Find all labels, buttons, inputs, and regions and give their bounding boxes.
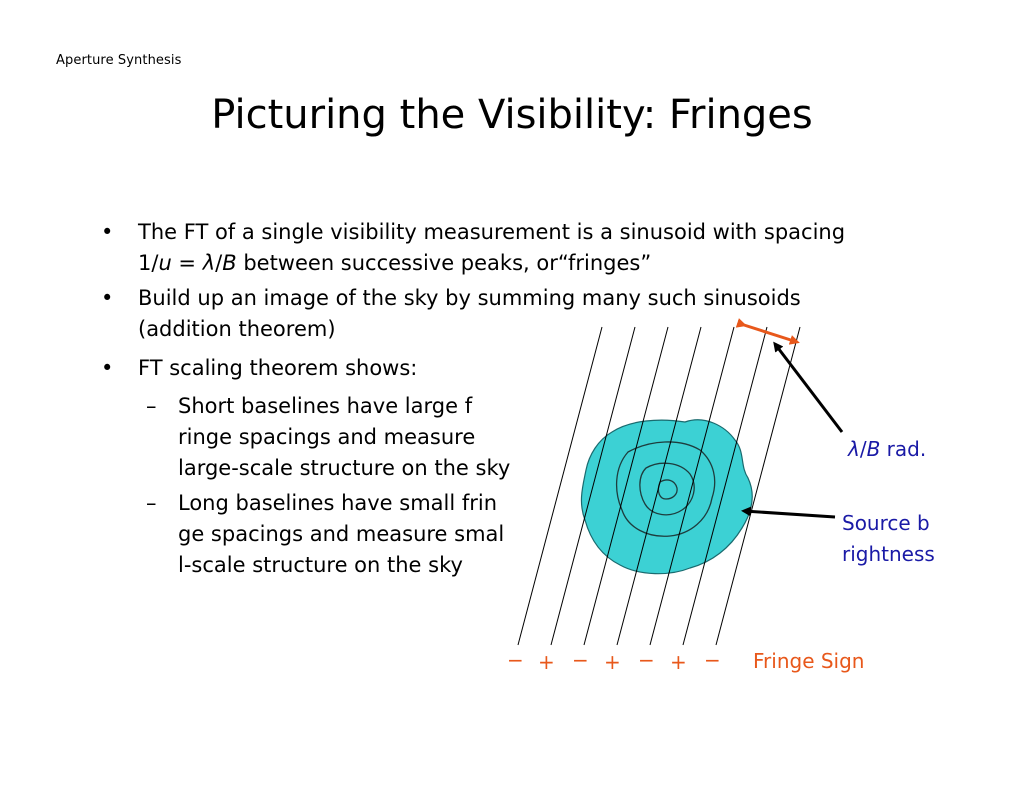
sub-bullet-1: – Short baselines have large f ringe spa…	[146, 391, 511, 484]
sub-bullet-dash: –	[146, 394, 157, 418]
fringe-sign: −	[507, 648, 524, 672]
bullet-dot: •	[101, 286, 114, 310]
bullet-3-line-1: FT scaling theorem shows:	[138, 356, 418, 380]
fringe-line	[517, 326, 603, 646]
fringe-line	[550, 326, 636, 646]
fringe-sign: −	[704, 648, 721, 672]
fringe-sign: +	[670, 650, 687, 674]
fringe-line	[682, 326, 768, 646]
fringe-sign-label: Fringe Sign	[753, 649, 865, 673]
bullet-2: • Build up an image of the sky by summin…	[101, 283, 801, 345]
sub-bullet-1-line-1: Short baselines have large f	[178, 394, 473, 418]
contour-inner	[657, 479, 678, 500]
fringe-sign: +	[538, 650, 555, 674]
bullet-1-line-1: The FT of a single visibility measuremen…	[138, 220, 846, 244]
bullet-1-line-2: 1/u = λ/B between successive peaks, or“f…	[138, 251, 652, 275]
fringe-line	[715, 326, 801, 646]
fringe-sign: −	[572, 648, 589, 672]
fringe-spacing-arrow	[735, 318, 800, 345]
fringe-line	[616, 326, 702, 646]
sub-bullet-dash: –	[146, 491, 157, 515]
fringe-sign: −	[638, 648, 655, 672]
bullet-2-line-1: Build up an image of the sky by summing …	[138, 286, 801, 310]
sub-bullet-1-line-2: ringe spacings and measure	[178, 425, 476, 449]
sub-bullet-2-line-2: ge spacings and measure smal	[178, 522, 505, 546]
sub-bullet-2-line-3: l-scale structure on the sky	[178, 553, 463, 577]
sub-bullet-1-line-3: large-scale structure on the sky	[178, 456, 511, 480]
section-label: Aperture Synthesis	[56, 53, 182, 68]
fringe-line	[649, 326, 735, 646]
slide-title: Picturing the Visibility: Fringes	[211, 92, 813, 138]
bullet-3: • FT scaling theorem shows:	[101, 353, 418, 384]
spacing-pointer-arrow	[773, 341, 844, 433]
contour-outer	[615, 441, 716, 537]
contour-middle	[639, 462, 695, 516]
fringe-sign: +	[604, 650, 621, 674]
bullet-dot: •	[101, 356, 114, 380]
fringe-lines	[517, 326, 801, 646]
fringe-spacing-label: λ/B rad.	[848, 437, 927, 461]
bullet-1: • The FT of a single visibility measurem…	[101, 217, 846, 279]
sub-bullet-2-line-1: Long baselines have small frin	[178, 491, 498, 515]
bullet-2-line-2: (addition theorem)	[138, 317, 336, 341]
source-pointer-arrow	[741, 506, 836, 519]
bullet-dot: •	[101, 220, 114, 244]
fringe-line	[583, 326, 669, 646]
sub-bullet-2: – Long baselines have small frin ge spac…	[146, 488, 505, 581]
source-brightness-blob	[580, 419, 753, 575]
source-brightness-label: Source b rightness	[842, 511, 935, 566]
fringe-signs: − + − + − + −	[507, 648, 721, 674]
